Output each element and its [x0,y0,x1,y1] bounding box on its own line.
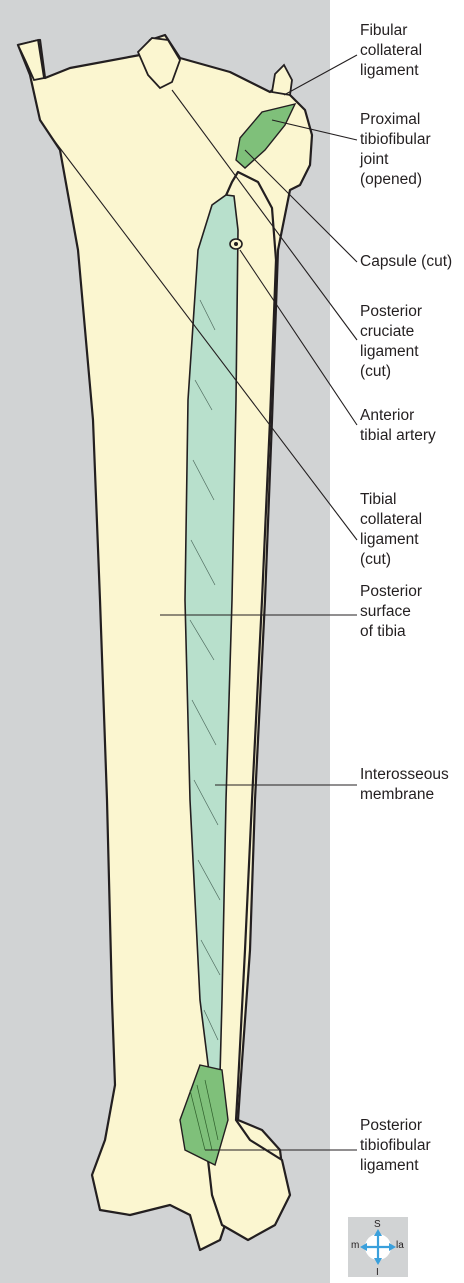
label-proximal-tibiofibular-joint: Proximal tibiofibular joint (opened) [360,110,431,190]
label-anterior-tibial-artery: Anterior tibial artery [360,406,436,446]
label-capsule-cut: Capsule (cut) [360,252,452,272]
compass-medial-label: m [351,1240,359,1251]
compass-inferior-label: I [376,1267,379,1278]
label-fibular-collateral-ligament: Fibular collateral ligament [360,21,422,81]
compass-superior-label: S [374,1219,381,1230]
label-posterior-cruciate-ligament: Posterior cruciate ligament (cut) [360,302,422,382]
label-interosseous-membrane: Interosseous membrane [360,765,449,805]
compass-lateral-label: la [396,1240,404,1251]
label-posterior-surface-of-tibia: Posterior surface of tibia [360,582,422,642]
label-posterior-tibiofibular-ligament: Posterior tibiofibular ligament [360,1116,431,1176]
artery-lumen [234,242,238,246]
label-tibial-collateral-ligament: Tibial collateral ligament (cut) [360,490,422,570]
